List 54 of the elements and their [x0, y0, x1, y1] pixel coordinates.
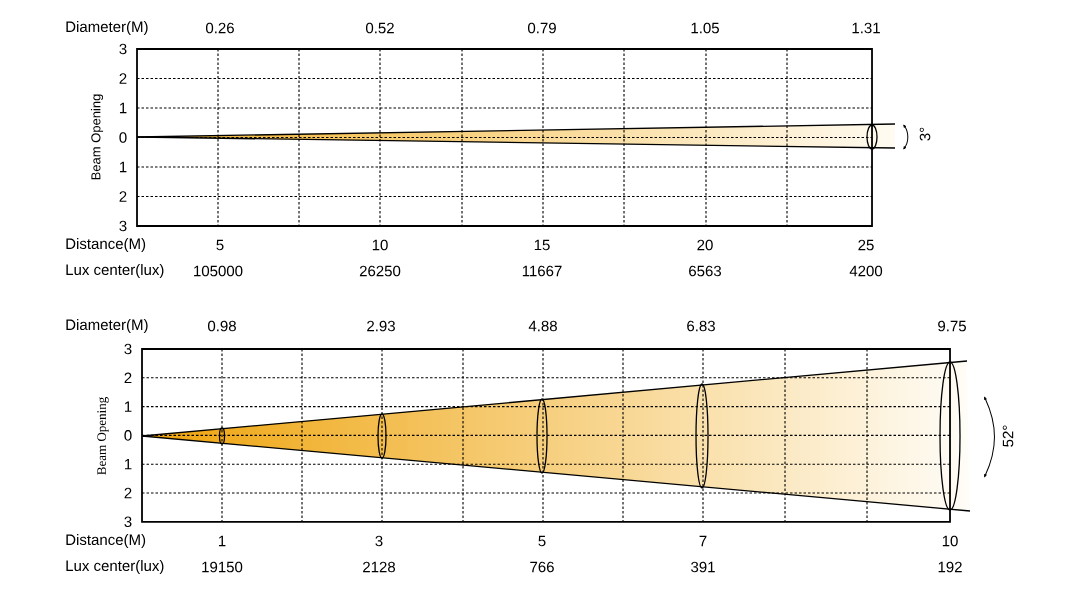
diameter-value: 0.98 — [208, 320, 236, 332]
diameter-value: 6.83 — [687, 320, 715, 332]
diameter-value: 9.75 — [938, 320, 966, 332]
lux-value: 26250 — [359, 265, 401, 277]
tick-label: 2 — [124, 487, 132, 499]
diameter-value: 1.05 — [691, 22, 719, 34]
tick-label: 3 — [119, 220, 127, 232]
angle-label: 52° — [1002, 425, 1014, 447]
distance-value: 25 — [858, 239, 874, 251]
lux-value: 19150 — [202, 561, 243, 573]
tick-label: 2 — [119, 191, 127, 202]
axis-title: Distance(M) — [66, 238, 146, 252]
distance-value: 5 — [538, 535, 546, 547]
axis-title: Beam Opening — [97, 397, 109, 475]
tick-label: 3 — [119, 43, 127, 55]
diameter-value: 0.26 — [206, 22, 234, 34]
tick-label: 1 — [125, 401, 132, 412]
diameter-value: 2.93 — [367, 320, 395, 332]
axis-title: Diameter(M) — [66, 319, 148, 333]
distance-value: 7 — [699, 535, 707, 547]
diameter-value: 4.88 — [528, 320, 557, 332]
axis-title: Lux center(lux) — [66, 560, 164, 574]
lux-value: 11667 — [522, 265, 562, 277]
axis-title: Beam Opening — [90, 94, 104, 180]
lux-value: 2128 — [363, 561, 396, 573]
distance-value: 10 — [942, 535, 958, 547]
axis-title: Distance(M) — [66, 534, 146, 548]
tick-label: 0 — [124, 430, 132, 441]
diameter-value: 0.52 — [366, 22, 394, 34]
distance-value: 1 — [219, 535, 226, 547]
tick-label: 3 — [124, 516, 132, 528]
lux-value: 6563 — [689, 265, 722, 277]
angle-label: 3° — [919, 127, 931, 141]
tick-label: 2 — [119, 73, 127, 84]
distance-value: 3 — [375, 535, 383, 547]
distance-value: 10 — [372, 239, 388, 251]
axis-title: Lux center(lux) — [66, 264, 164, 278]
lux-value: 391 — [691, 561, 715, 573]
lux-value: 4200 — [849, 265, 883, 277]
tick-label: 2 — [124, 372, 132, 384]
distance-value: 15 — [534, 239, 550, 251]
tick-label: 1 — [120, 161, 127, 173]
lux-value: 766 — [530, 561, 554, 573]
tick-label: 1 — [125, 459, 132, 470]
lux-value: 105000 — [194, 265, 243, 277]
tick-label: 3 — [124, 343, 132, 355]
lux-value: 192 — [938, 561, 962, 573]
tick-label: 0 — [119, 132, 127, 143]
distance-value: 5 — [216, 239, 224, 251]
diameter-value: 1.31 — [852, 22, 880, 34]
tick-label: 1 — [120, 102, 127, 114]
distance-value: 20 — [697, 239, 713, 251]
diameter-value: 0.79 — [528, 22, 556, 34]
axis-title: Diameter(M) — [66, 21, 148, 35]
